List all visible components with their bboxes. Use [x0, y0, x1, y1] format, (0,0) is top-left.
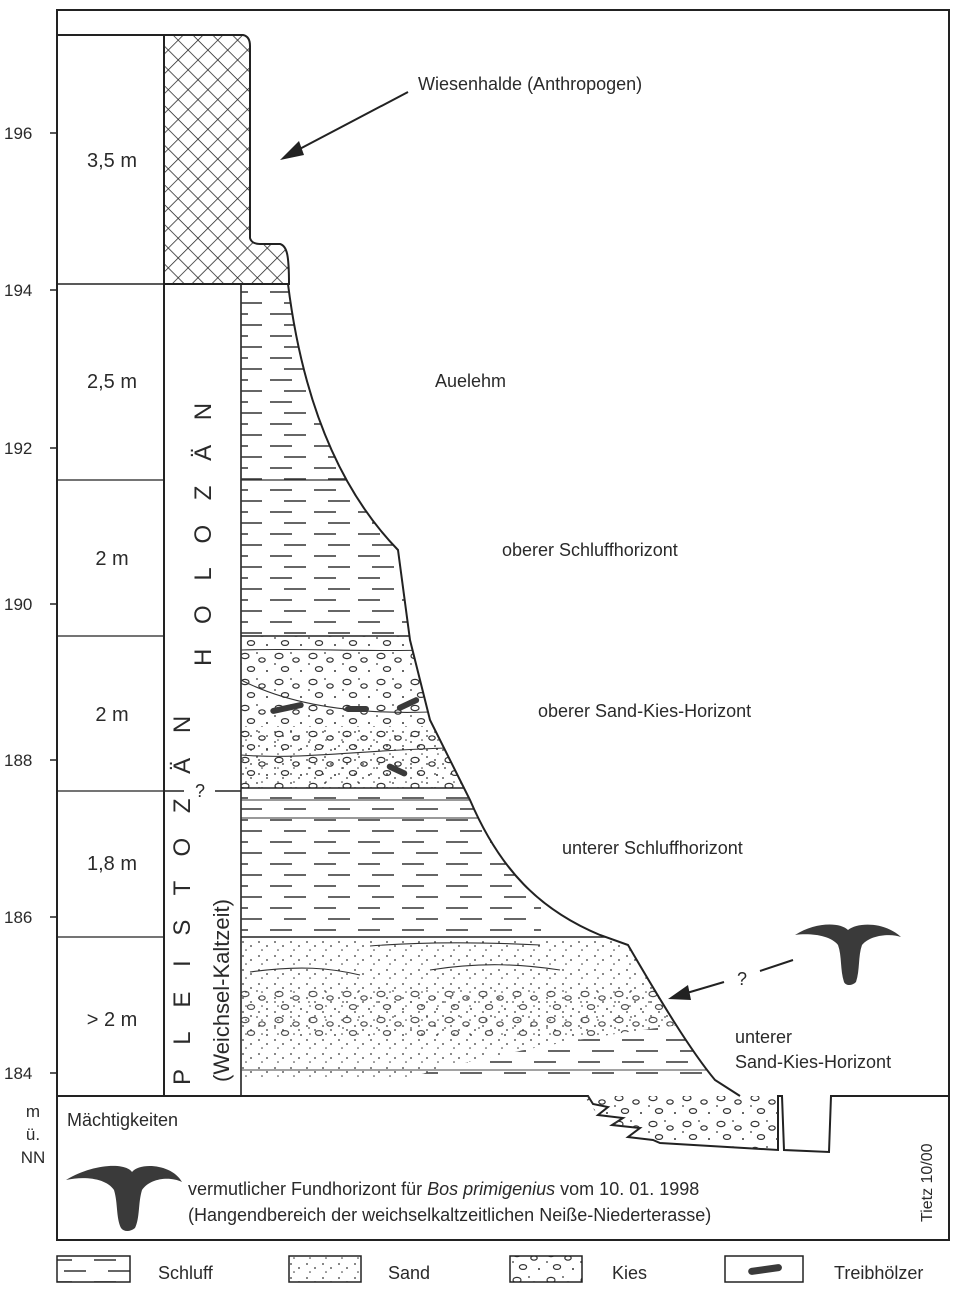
axis-unit-m: m: [26, 1102, 40, 1121]
elevation-axis-ticks: [50, 132, 57, 1074]
wiesenhalde-arrowhead: [280, 141, 304, 160]
legend-swatch-sand: [288, 1255, 362, 1283]
thickness-value: 2 m: [95, 548, 128, 570]
legend-label-treibhoelzer: Treibhölzer: [834, 1263, 923, 1283]
slope-outline: [287, 283, 741, 1097]
base-gravel: [584, 1096, 778, 1150]
thickness-value: 2,5 m: [87, 371, 137, 393]
label-oberer-sand-kies-horizont: oberer Sand-Kies-Horizont: [538, 701, 751, 721]
era-label-holozaen: H O L O Z Ä N: [190, 394, 217, 666]
legend-label-schluff: Schluff: [158, 1263, 214, 1283]
tick-label-196: 196: [4, 124, 32, 143]
author-credit: Tietz 10/00: [919, 1143, 936, 1222]
footnote-line2: (Hangendbereich der weichselkaltzeitlich…: [188, 1205, 711, 1225]
tick-label-190: 190: [4, 595, 32, 614]
thickness-header: Mächtigkeiten: [67, 1110, 178, 1130]
label-wiesenhalde: Wiesenhalde (Anthropogen): [418, 74, 642, 94]
legend-label-kies: Kies: [612, 1263, 647, 1283]
legend: Schluff Sand Kies Treibhölzer: [56, 1255, 923, 1283]
tick-label-188: 188: [4, 751, 32, 770]
era-sublabel-weichsel: (Weichsel-Kaltzeit): [209, 899, 234, 1082]
tick-label-184: 184: [4, 1064, 32, 1083]
legend-swatch-schluff: [56, 1255, 131, 1283]
find-question-mark: ?: [737, 969, 747, 989]
thickness-value: 3,5 m: [87, 150, 137, 172]
thickness-value: 2 m: [95, 704, 128, 726]
axis-unit-ue: ü.: [26, 1125, 40, 1144]
axis-unit-nn: NN: [21, 1148, 46, 1167]
find-arrow-tail: [759, 959, 794, 972]
find-arrowhead: [668, 985, 691, 1000]
tick-label-186: 186: [4, 908, 32, 927]
legend-swatch-kies: [509, 1255, 583, 1283]
wiesenhalde-layer: [163, 34, 291, 285]
label-unterer-sand-kies-line2: Sand-Kies-Horizont: [735, 1052, 891, 1072]
footnote-line1: vermutlicher Fundhorizont für Bos primig…: [188, 1179, 699, 1199]
label-auelehm: Auelehm: [435, 371, 506, 391]
thickness-value: 1,8 m: [87, 853, 137, 875]
legend-label-sand: Sand: [388, 1263, 430, 1283]
thickness-value: > 2 m: [87, 1009, 138, 1031]
wiesenhalde-arrow: [291, 91, 409, 154]
label-unterer-schluffhorizont: unterer Schluffhorizont: [562, 838, 743, 858]
label-unterer-sand-kies-line1: unterer: [735, 1027, 792, 1047]
era-boundary-question: ?: [195, 781, 205, 801]
era-label-pleistozaen: P L E I S T O Z Ä N: [169, 707, 196, 1085]
bison-skull-icon: [66, 1165, 182, 1231]
label-oberer-schluffhorizont: oberer Schluffhorizont: [502, 540, 678, 560]
bison-skull-icon: [795, 924, 901, 985]
tick-label-192: 192: [4, 439, 32, 458]
tick-label-194: 194: [4, 281, 32, 300]
